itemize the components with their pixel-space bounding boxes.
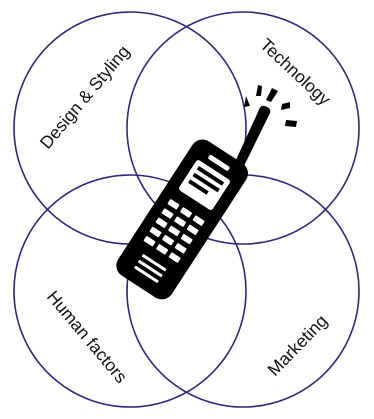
phone-body-icon [112,135,253,304]
label-marketing: Marketing [263,311,331,380]
antenna-icon [235,106,270,166]
label-human-factors: Human factors [43,287,132,387]
mobile-phone-icon [112,85,297,304]
signal-marks-icon [244,85,297,127]
label-design-styling: Design & Styling [36,41,134,152]
